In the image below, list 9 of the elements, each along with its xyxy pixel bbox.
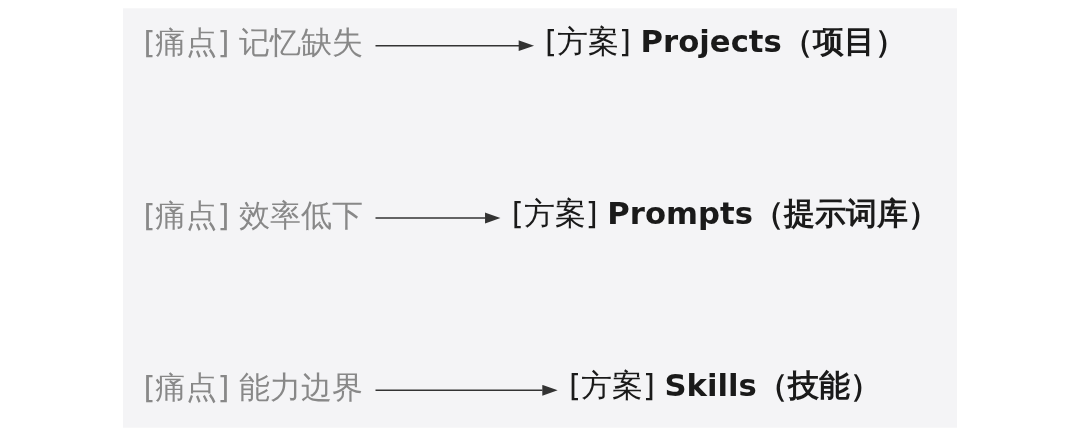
arrow bbox=[374, 40, 535, 52]
node-text: [痛点] 效率低下 bbox=[143, 197, 364, 233]
arrow bbox=[374, 212, 501, 224]
node-text: [方案] Skills（技能） bbox=[568, 368, 881, 404]
node-text: [痛点] 能力边界 bbox=[143, 369, 364, 405]
node-text: [方案] Prompts（提示词库） bbox=[511, 195, 939, 231]
node-text: [方案] Projects（项目） bbox=[545, 23, 906, 59]
arrow bbox=[374, 384, 558, 396]
node-text: [痛点] 记忆缺失 bbox=[143, 25, 364, 61]
